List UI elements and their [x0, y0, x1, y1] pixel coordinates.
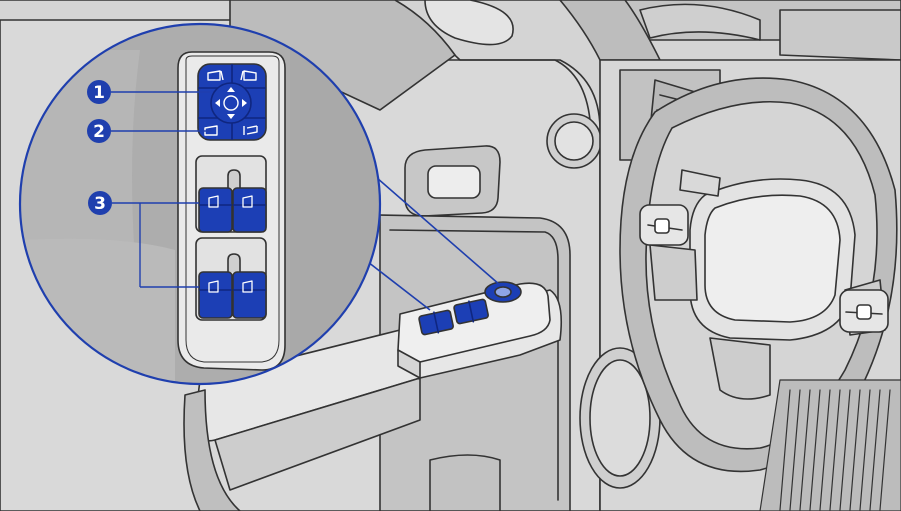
callout-3-number: 3 — [94, 194, 106, 214]
power-window-switches[interactable] — [196, 156, 266, 320]
callout-3: 3 — [88, 191, 112, 215]
callout-1-number: 1 — [93, 83, 105, 103]
floor-grille — [760, 380, 901, 511]
callout-2: 2 — [87, 119, 111, 143]
callout-2-number: 2 — [93, 122, 105, 142]
callout-1: 1 — [87, 80, 111, 104]
